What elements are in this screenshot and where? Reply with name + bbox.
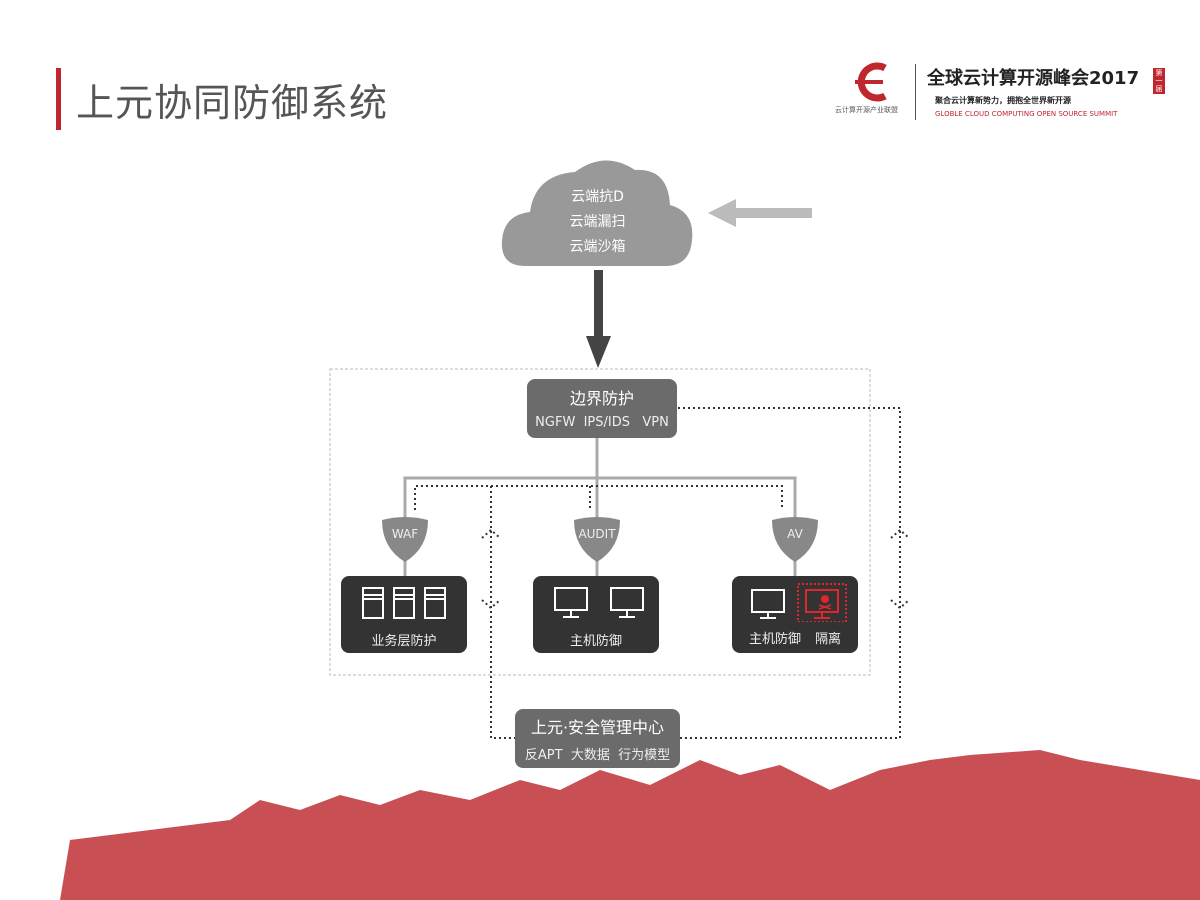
cloud-service-sandbox: 云端沙箱 [569,239,626,255]
node-label: 主机防御 [748,632,801,647]
security-management-center: 上元·安全管理中心 反APT 大数据 行为模型 [515,709,680,768]
logo-divider [915,64,916,120]
skull-icon [821,595,829,603]
feedback-dotted-lines [414,407,910,739]
edition-badge: 第一届 [1153,68,1165,94]
server-icons [362,587,446,619]
host-defense-node: 主机防御 [533,576,659,653]
protected-zone [329,368,871,676]
cloud-services: 云端抗D 云端漏扫 云端沙箱 [540,185,655,260]
host-quarantine-node: 主机防御隔离 [732,576,858,653]
alliance-logo-icon [855,62,887,102]
shield-av: AV [787,527,803,541]
node-label: 主机防御 [569,634,622,649]
title-accent-bar [56,68,61,130]
monitor-quarantine-icons [751,583,847,623]
down-arrow-icon [586,270,611,368]
center-title: 上元·安全管理中心 [530,718,665,737]
summit-english: GLOBLE CLOUD COMPUTING OPEN SOURCE SUMMI… [935,110,1118,118]
border-protection-title: 边界防护 [569,389,634,408]
center-items: 反APT 大数据 行为模型 [524,748,671,763]
summit-logo: 云计算开源产业联盟 全球云计算开源峰会2017 第一届 聚合云计算新势力，拥抱全… [835,60,1175,125]
cloud-icon [501,160,693,266]
shield-waf: WAF [391,527,419,541]
page-title: 上元协同防御系统 [76,81,389,125]
incoming-arrow-icon [708,199,812,227]
shield-audit: AUDIT [578,527,616,541]
border-protection-box: 边界防护 NGFW IPS/IDS VPN [527,379,677,438]
cloud-service-vuln-scan: 云端漏扫 [569,214,626,230]
alliance-name: 云计算开源产业联盟 [835,106,898,114]
business-layer-node: 业务层防护 [341,576,467,653]
quarantine-label: 隔离 [815,632,842,647]
summit-slogan: 聚合云计算新势力，拥抱全世界新开源 [935,96,1071,105]
monitor-icons [554,587,644,618]
shield-icons [382,517,818,562]
node-label: 业务层防护 [371,634,437,649]
cloud-service-anti-ddos: 云端抗D [571,189,624,205]
border-protection-items: NGFW IPS/IDS VPN [535,415,669,430]
summit-name: 全球云计算开源峰会2017 [927,68,1140,89]
great-wall-mountains [60,750,1200,900]
